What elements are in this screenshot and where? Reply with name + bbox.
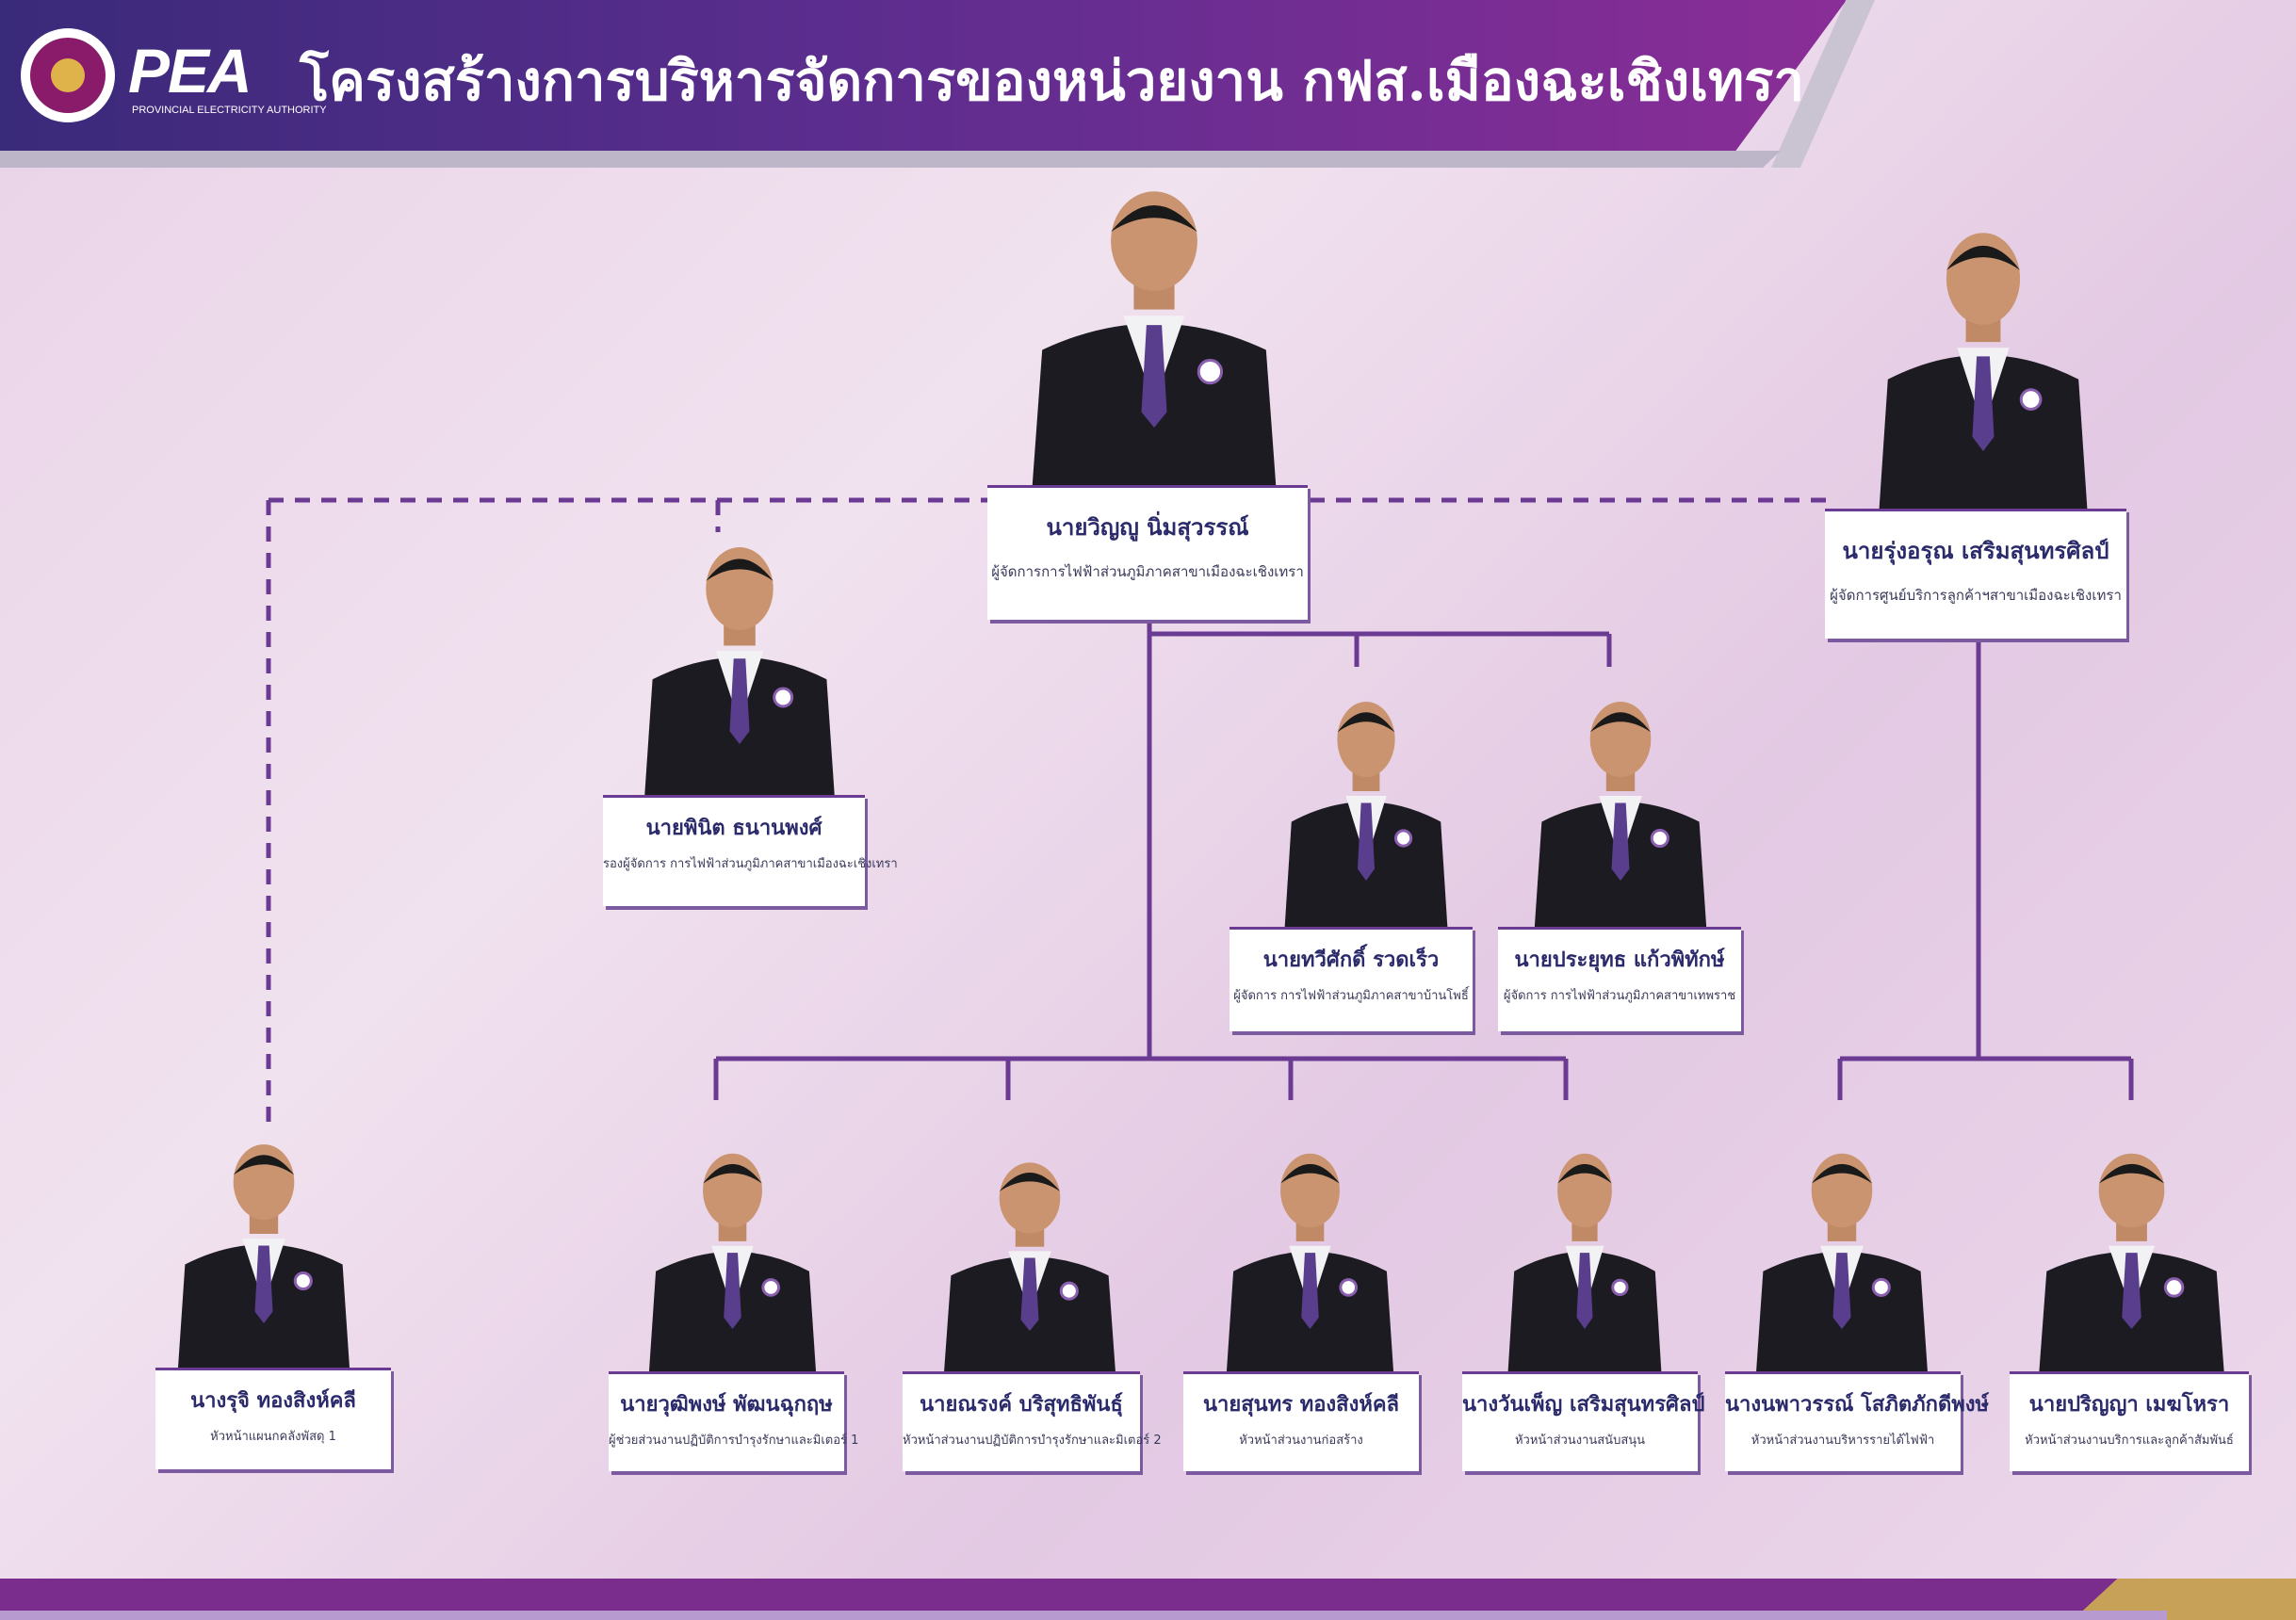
footer-bar bbox=[0, 1579, 2296, 1620]
person-position: ผู้จัดการ การไฟฟ้าส่วนภูมิภาคสาขาเทพราช bbox=[1503, 989, 1736, 1003]
person-position: หัวหน้าส่วนงานสนับสนุน bbox=[1514, 1434, 1646, 1448]
person-name: นายวุฒิพงษ์ พัฒนฉุกฤษ bbox=[620, 1393, 833, 1417]
person-name: นางวันเพ็ญ เสริมสุนทรศิลป์ bbox=[1462, 1393, 1705, 1417]
pea-logo-text: PEA bbox=[128, 36, 252, 105]
person-position: หัวหน้าส่วนงานบริการและลูกค้าสัมพันธ์ bbox=[2025, 1434, 2234, 1448]
card-customer-service: นายปริญญา เมฆโหราหัวหน้าส่วนงานบริการและ… bbox=[2010, 1371, 2249, 1471]
card-construction: นายสุนทร ทองสิงห์คลีหัวหน้าส่วนงานก่อสร้… bbox=[1183, 1371, 1419, 1471]
portrait-support bbox=[1507, 1153, 1662, 1375]
card-deputy: นายพินิต ธนานพงศ์รองผู้จัดการ การไฟฟ้าส่… bbox=[603, 795, 898, 906]
portrait-manager bbox=[1032, 191, 1277, 490]
portrait-deputy bbox=[644, 547, 835, 796]
person-name: นายประยุทธ แก้วพิทักษ์ bbox=[1514, 948, 1725, 972]
card-customer-center: นายรุ่งอรุณ เสริมสุนทรศิลป์ผู้จัดการศูนย… bbox=[1825, 509, 2126, 639]
person-name: นายสุนทร ทองสิงห์คลี bbox=[1202, 1393, 1400, 1417]
portrait-customer-service bbox=[2039, 1153, 2224, 1375]
portrait-supply bbox=[177, 1144, 350, 1370]
portrait-revenue bbox=[1755, 1153, 1929, 1375]
card-supply: นางรุจิ ทองสิงห์คลีหัวหน้าแผนกคลังพัสดุ … bbox=[155, 1368, 391, 1469]
card-ops2: นายณรงค์ บริสุทธิพันธุ์หัวหน้าส่วนงานปฏิ… bbox=[903, 1371, 1162, 1471]
card-asst-ops: นายวุฒิพงษ์ พัฒนฉุกฤษผู้ช่วยส่วนงานปฏิบั… bbox=[609, 1371, 859, 1471]
person-position: ผู้จัดการการไฟฟ้าส่วนภูมิภาคสาขาเมืองฉะเ… bbox=[991, 563, 1304, 580]
card-revenue: นางนพาวรรณ์ โสภิตภักดีพงษ์หัวหน้าส่วนงาน… bbox=[1725, 1371, 1989, 1471]
person-position: หัวหน้าแผนกคลังพัสดุ 1 bbox=[210, 1430, 336, 1444]
pea-logo-subtext: PROVINCIAL ELECTRICITY AUTHORITY bbox=[132, 105, 327, 116]
portrait-construction bbox=[1226, 1153, 1394, 1375]
person-position: หัวหน้าส่วนงานบริหารรายได้ไฟฟ้า bbox=[1750, 1434, 1935, 1448]
portrait-branch-thepharat bbox=[1534, 702, 1707, 928]
person-position: หัวหน้าส่วนงานปฏิบัติการบำรุงรักษาและมิเ… bbox=[903, 1434, 1162, 1448]
person-name: นายปริญญา เมฆโหรา bbox=[2028, 1393, 2230, 1417]
portrait-customer-center bbox=[1879, 233, 2088, 509]
person-position: ผู้ช่วยส่วนงานปฏิบัติการบำรุงรักษาและมิเ… bbox=[609, 1434, 859, 1448]
pea-seal-logo bbox=[21, 28, 115, 122]
header-accent bbox=[0, 151, 1781, 168]
person-name: นางนพาวรรณ์ โสภิตภักดีพงษ์ bbox=[1725, 1393, 1989, 1417]
person-position: รองผู้จัดการ การไฟฟ้าส่วนภูมิภาคสาขาเมือ… bbox=[603, 857, 898, 871]
person-position: หัวหน้าส่วนงานก่อสร้าง bbox=[1239, 1434, 1363, 1448]
portrait-branch-banpho bbox=[1284, 702, 1448, 928]
portrait-asst-ops bbox=[648, 1153, 817, 1375]
portrait-ops2 bbox=[943, 1162, 1116, 1375]
person-name: นายทวีศักดิ์ รวดเร็ว bbox=[1262, 948, 1440, 972]
card-branch-banpho: นายทวีศักดิ์ รวดเร็วผู้จัดการ การไฟฟ้าส่… bbox=[1229, 927, 1473, 1031]
person-name: นายวิญญู นิ่มสุวรรณ์ bbox=[1046, 514, 1249, 541]
card-support: นางวันเพ็ญ เสริมสุนทรศิลป์หัวหน้าส่วนงาน… bbox=[1462, 1371, 1705, 1471]
person-position: ผู้จัดการศูนย์บริการลูกค้าฯสาขาเมืองฉะเช… bbox=[1830, 587, 2122, 604]
person-name: นางรุจิ ทองสิงห์คลี bbox=[190, 1389, 356, 1413]
card-manager: นายวิญญู นิ่มสุวรรณ์ผู้จัดการการไฟฟ้าส่ว… bbox=[987, 485, 1308, 620]
card-branch-thepharat: นายประยุทธ แก้วพิทักษ์ผู้จัดการ การไฟฟ้า… bbox=[1498, 927, 1741, 1031]
person-name: นายณรงค์ บริสุทธิพันธุ์ bbox=[920, 1393, 1123, 1417]
person-name: นายรุ่งอรุณ เสริมสุนทรศิลป์ bbox=[1842, 538, 2109, 564]
person-position: ผู้จัดการ การไฟฟ้าส่วนภูมิภาคสาขาบ้านโพธ… bbox=[1233, 989, 1469, 1003]
person-name: นายพินิต ธนานพงศ์ bbox=[645, 817, 822, 840]
page-title: โครงสร้างการบริหารจัดการของหน่วยงาน กฟส.… bbox=[300, 49, 1805, 113]
header-bar bbox=[0, 0, 1847, 151]
